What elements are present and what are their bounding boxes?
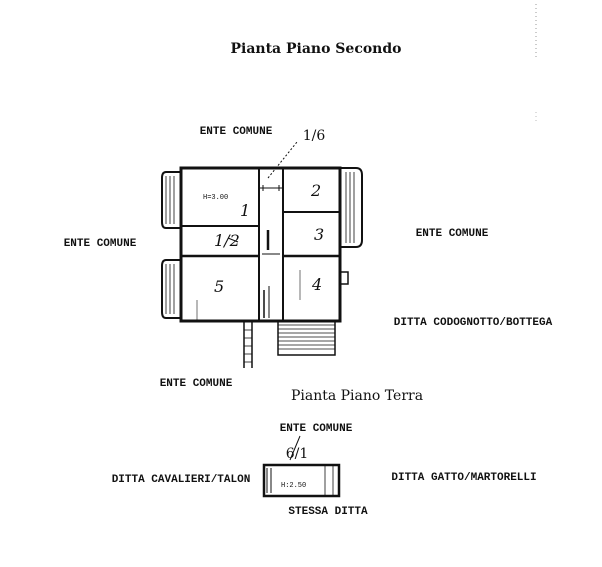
room-number-2: 2 (310, 181, 321, 200)
ground-floor-neighbor-right: DITTA GATTO/MARTORELLI (391, 472, 536, 484)
room-number-1-2: 1/2 (214, 231, 240, 250)
second-floor-neighbor-right: ENTE COMUNE (416, 228, 489, 240)
staircase (277, 320, 336, 356)
second-floor-plan (161, 141, 363, 368)
second-floor-neighbor-bottom: ENTE COMUNE (160, 378, 233, 390)
ground-floor-neighbor-left: DITTA CAVALIERI/TALON (112, 474, 251, 486)
second-floor-neighbor-bottom-right: DITTA CODOGNOTTO/BOTTEGA (394, 317, 553, 329)
ground-floor-plan (262, 435, 341, 498)
second-floor-neighbor-left: ENTE COMUNE (64, 238, 137, 250)
ground-floor-leader (289, 435, 301, 461)
outer-walls (179, 166, 342, 323)
ground-floor-room (262, 463, 341, 498)
room-number-3: 3 (314, 225, 324, 244)
second-floor-neighbor-top: ENTE COMUNE (200, 126, 273, 138)
second-floor-parcel-ref: 1/6 (303, 128, 326, 144)
left-balcony-top (161, 171, 181, 229)
right-small-block (339, 271, 349, 285)
ground-floor-parcel-ref: 6/1 (286, 446, 309, 462)
left-balcony-bottom (161, 259, 181, 319)
lower-stub (243, 321, 253, 368)
ground-floor-neighbor-bottom: STESSA DITTA (288, 506, 368, 518)
second-floor-height-note: H=3.00 (203, 194, 228, 202)
room-number-4: 4 (311, 275, 322, 294)
room-number-5: 5 (214, 277, 224, 296)
ground-floor-height-note: H:2.50 (281, 482, 306, 490)
second-floor-title: Pianta Piano Secondo (230, 41, 401, 57)
ground-floor-neighbor-top: ENTE COMUNE (280, 423, 353, 435)
room-number-1: 1 (240, 201, 250, 220)
ground-floor-title: Pianta Piano Terra (291, 388, 423, 404)
right-balcony (340, 167, 363, 248)
